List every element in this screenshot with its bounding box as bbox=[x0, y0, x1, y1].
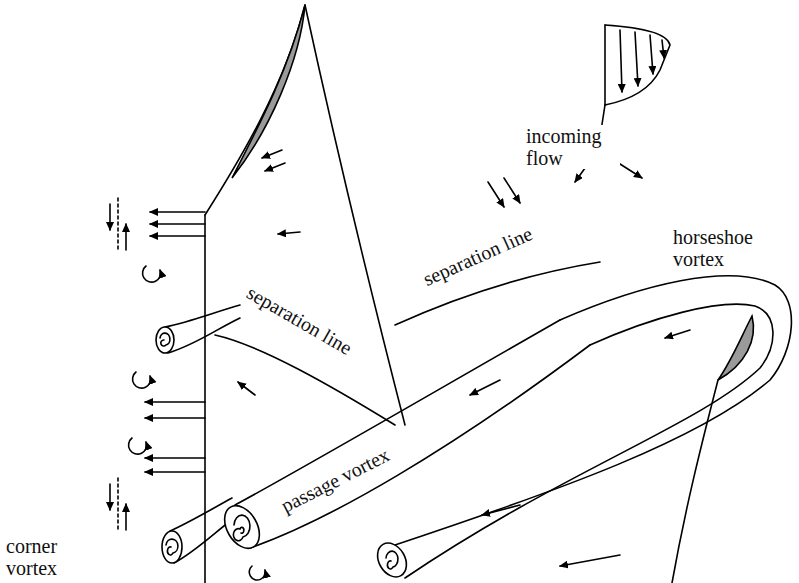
vortex-end bbox=[218, 500, 267, 555]
vortex-end bbox=[162, 531, 182, 563]
curl-arrow bbox=[249, 566, 265, 580]
flow-arrow bbox=[488, 182, 504, 207]
flow-label: incoming flow bbox=[524, 125, 620, 169]
flow-arrow bbox=[662, 40, 664, 58]
flow-arrow bbox=[560, 555, 620, 566]
profile-curve bbox=[605, 25, 670, 105]
vortex-tube bbox=[168, 318, 240, 353]
vortex-spiral bbox=[233, 515, 250, 541]
separation-label: separation line bbox=[418, 221, 538, 290]
flow-arrow bbox=[482, 505, 520, 515]
blade-cap bbox=[718, 316, 753, 380]
vortex-label: passage vortex bbox=[276, 442, 395, 517]
blade-edge bbox=[305, 5, 405, 425]
blade-edge bbox=[672, 380, 718, 583]
flow-arrow bbox=[145, 457, 205, 459]
vortex-spiral bbox=[386, 551, 398, 569]
line-work bbox=[110, 5, 791, 583]
curl-arrow bbox=[143, 266, 161, 282]
vortex-end bbox=[156, 327, 174, 353]
curl-arrow bbox=[129, 438, 147, 454]
dashed-line bbox=[117, 478, 119, 532]
blade-edge bbox=[204, 215, 206, 583]
flow-arrow bbox=[265, 163, 285, 171]
profile-line bbox=[604, 25, 606, 105]
flow-arrow bbox=[238, 382, 255, 395]
separation-curve bbox=[215, 335, 395, 425]
flow-arrow bbox=[125, 224, 127, 250]
flow-arrow bbox=[635, 32, 638, 86]
flow-arrow bbox=[504, 178, 520, 203]
flow-arrow bbox=[470, 380, 500, 395]
flow-arrow bbox=[145, 401, 205, 403]
flow-arrow bbox=[150, 235, 205, 237]
vortex-tube bbox=[395, 276, 791, 545]
vortex-tube bbox=[250, 345, 590, 548]
vortex-spiral bbox=[166, 539, 178, 555]
flow-arrow bbox=[665, 330, 690, 338]
flow-arrow bbox=[109, 484, 111, 510]
dashed-line bbox=[117, 198, 119, 252]
flow-arrow bbox=[150, 223, 205, 225]
vortex-spiral bbox=[160, 333, 170, 346]
vortex-label: corner vortex bbox=[4, 535, 80, 579]
flow-arrow bbox=[109, 204, 111, 230]
vortex-tube bbox=[405, 304, 773, 578]
blade-edge bbox=[205, 5, 305, 215]
flow-arrow bbox=[650, 35, 653, 74]
separation-label: separation line bbox=[242, 280, 358, 360]
flow-arrow bbox=[150, 211, 205, 213]
flow-arrow bbox=[145, 471, 205, 473]
flow-arrow bbox=[145, 417, 205, 419]
blade-cap bbox=[232, 5, 305, 178]
vortex-label: horseshoe vortex bbox=[671, 226, 785, 270]
flow-arrow bbox=[262, 150, 282, 158]
curl-arrow bbox=[133, 372, 151, 388]
flow-arrow bbox=[278, 232, 300, 234]
flow-arrow bbox=[125, 504, 127, 530]
flow-arrow bbox=[620, 30, 622, 92]
vortex-end bbox=[372, 538, 413, 582]
vortex-tube bbox=[235, 320, 560, 505]
